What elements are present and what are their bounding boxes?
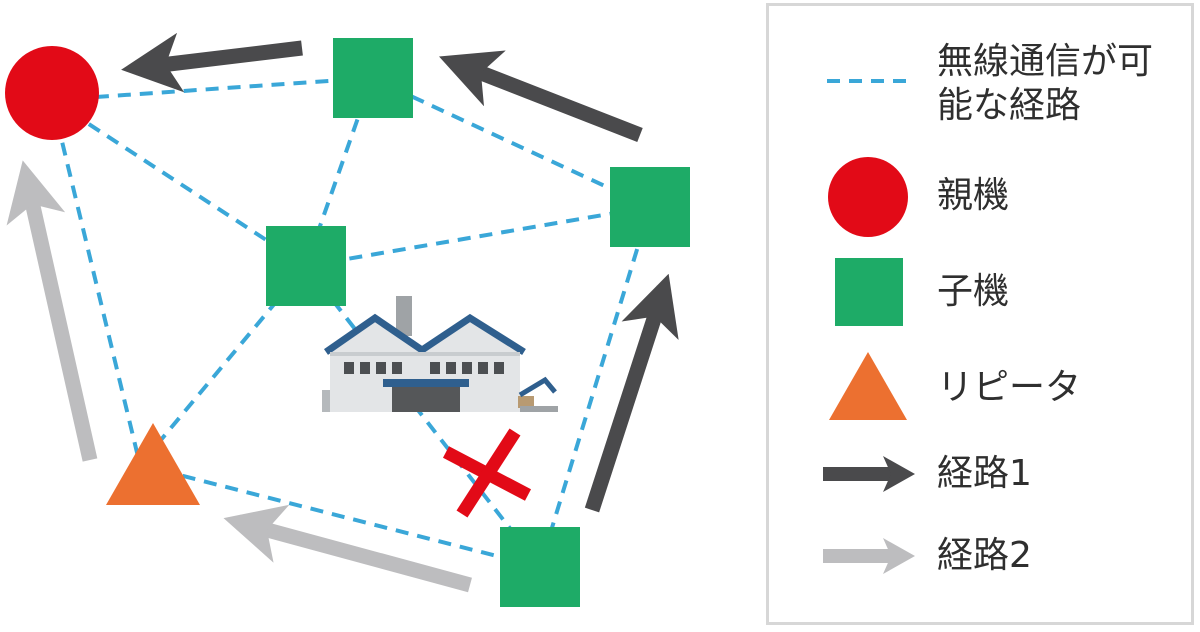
link-parent-child-top bbox=[51, 76, 373, 102]
route1-arrow-to-childtop bbox=[439, 50, 643, 142]
network-diagram bbox=[5, 32, 690, 607]
link-childcenter-childright bbox=[305, 205, 651, 268]
link-childright-childbottom bbox=[538, 206, 652, 568]
link-repeater-childbottom bbox=[139, 463, 541, 569]
route1-arrow-to-childright bbox=[584, 273, 679, 513]
repeater-node bbox=[106, 423, 200, 505]
child-node-top bbox=[333, 38, 413, 118]
legend-item-route1: 経路1 bbox=[769, 453, 1191, 498]
legend-label-route2: 経路2 bbox=[937, 535, 1032, 576]
child-node-right bbox=[610, 167, 690, 247]
link-parent-child-center bbox=[50, 98, 308, 268]
cross-icon bbox=[442, 428, 532, 518]
dark-arrow-icon bbox=[823, 456, 915, 492]
legend-item-child: 子機 bbox=[769, 258, 1191, 330]
legend-item-wireless: 無線通信が可能な経路 bbox=[769, 40, 1191, 140]
route2-arrows bbox=[6, 160, 472, 593]
dashed-line-icon bbox=[827, 79, 913, 83]
wireless-links bbox=[50, 76, 652, 569]
link-childtop-childright bbox=[371, 76, 651, 209]
red-circle-icon bbox=[828, 157, 908, 237]
factory-icon bbox=[322, 296, 558, 412]
parent-node bbox=[5, 46, 99, 140]
link-childcenter-childbottom-blocked bbox=[304, 264, 542, 569]
orange-triangle-icon bbox=[829, 352, 907, 420]
route1-arrow-to-parent bbox=[121, 32, 303, 93]
green-square-icon bbox=[835, 258, 903, 326]
route2-arrow-to-repeater bbox=[223, 504, 472, 593]
link-parent-repeater bbox=[50, 99, 142, 466]
legend-item-parent: 親機 bbox=[769, 156, 1191, 237]
light-arrow-icon bbox=[823, 538, 915, 574]
legend: 無線通信が可能な経路 親機 子機 リピータ 経路1 経路2 bbox=[766, 3, 1194, 625]
legend-label-parent: 親機 bbox=[937, 175, 1010, 216]
legend-label-wireless: 無線通信が可能な経路 bbox=[937, 41, 1154, 126]
legend-item-repeater: リピータ bbox=[769, 350, 1191, 422]
child-node-center bbox=[266, 226, 346, 306]
legend-item-route2: 経路2 bbox=[769, 535, 1191, 580]
route1-arrows bbox=[121, 32, 679, 513]
child-node-bottom bbox=[500, 527, 580, 607]
legend-label-route1: 経路1 bbox=[937, 453, 1032, 494]
legend-label-repeater: リピータ bbox=[937, 367, 1082, 408]
route2-arrow-to-parent bbox=[6, 160, 98, 462]
legend-label-child: 子機 bbox=[937, 271, 1010, 312]
